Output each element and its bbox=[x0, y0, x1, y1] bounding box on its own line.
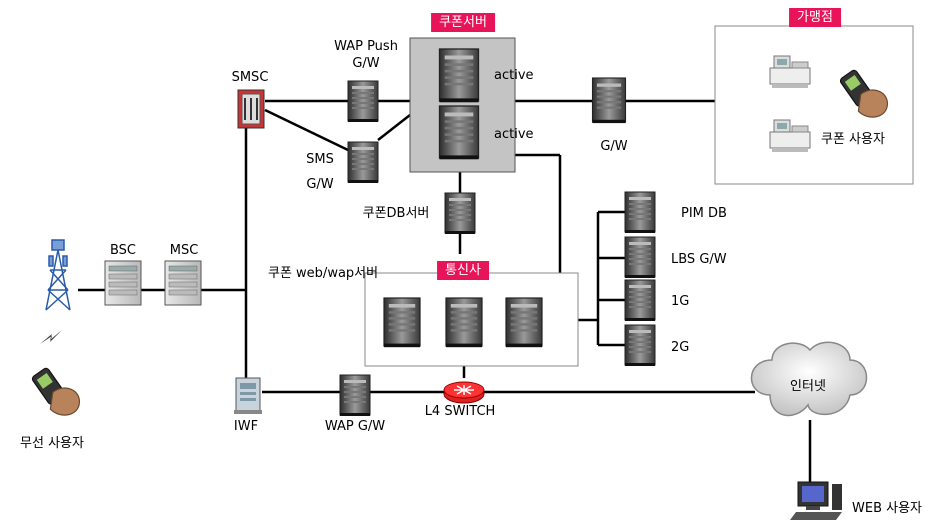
mobile-phone-in-hand-icon bbox=[30, 366, 81, 416]
1g-server bbox=[624, 279, 656, 322]
carrier-tag: 통신사 bbox=[437, 261, 489, 280]
internet-label: 인터넷 bbox=[790, 379, 826, 394]
2g-server bbox=[624, 324, 656, 367]
lbs-gw-label: LBS G/W bbox=[671, 252, 727, 267]
wireless-signal-icon bbox=[40, 330, 62, 344]
coupon-server-active-1 bbox=[438, 48, 480, 103]
wireless-user-label: 무선 사용자 bbox=[20, 436, 84, 451]
desktop-computer-icon bbox=[790, 481, 842, 520]
cell-tower-icon bbox=[45, 239, 71, 311]
web-wap-server-1 bbox=[383, 297, 421, 348]
active-label-2: active bbox=[494, 127, 534, 142]
web-user-label: WEB 사용자 bbox=[852, 501, 922, 516]
internet-cloud-icon bbox=[750, 341, 868, 417]
smsc-device-icon bbox=[237, 89, 265, 129]
coupon-web-wap-server-label: 쿠폰 web/wap서버 bbox=[268, 266, 379, 281]
pim-db-server bbox=[624, 191, 656, 234]
active-label-1: active bbox=[494, 68, 534, 83]
web-wap-server-2 bbox=[445, 297, 483, 348]
sms-label: SMS bbox=[306, 152, 334, 167]
msc-label: MSC bbox=[169, 243, 199, 258]
pim-db-label: PIM DB bbox=[681, 206, 727, 221]
bsc-label: BSC bbox=[109, 243, 137, 258]
coupon-user-label: 쿠폰 사용자 bbox=[821, 132, 885, 147]
sms-gw-server bbox=[347, 141, 379, 184]
smsc-label: SMSC bbox=[231, 70, 269, 85]
iwf-label: IWF bbox=[233, 419, 259, 434]
l4-switch-router-icon bbox=[443, 381, 485, 404]
iwf-device-icon bbox=[234, 377, 262, 414]
2g-label: 2G bbox=[671, 340, 690, 355]
1g-label: 1G bbox=[671, 294, 690, 309]
wap-push-label: WAP Push bbox=[334, 39, 398, 54]
msc-rack-icon bbox=[164, 260, 202, 306]
wap-push-gw-server bbox=[347, 80, 379, 123]
wap-gw-server bbox=[339, 374, 371, 417]
wap-push-gw-label: G/W bbox=[352, 56, 380, 71]
coupon-db-server-label: 쿠폰DB서버 bbox=[362, 206, 430, 221]
merchant-tag: 가맹점 bbox=[789, 8, 841, 27]
l4-switch-label: L4 SWITCH bbox=[424, 404, 496, 419]
web-wap-server-3 bbox=[505, 297, 543, 348]
coupon-db-server bbox=[444, 192, 476, 235]
wap-gw-label: WAP G/W bbox=[324, 419, 386, 434]
coupon-server-tag: 쿠폰서버 bbox=[431, 13, 495, 32]
gw-label: G/W bbox=[600, 139, 628, 154]
gw-server bbox=[591, 77, 627, 124]
lbs-gw-server bbox=[624, 236, 656, 279]
sms-gw-label: G/W bbox=[306, 177, 334, 192]
coupon-server-active-2 bbox=[438, 105, 480, 160]
bsc-rack-icon bbox=[104, 260, 142, 306]
